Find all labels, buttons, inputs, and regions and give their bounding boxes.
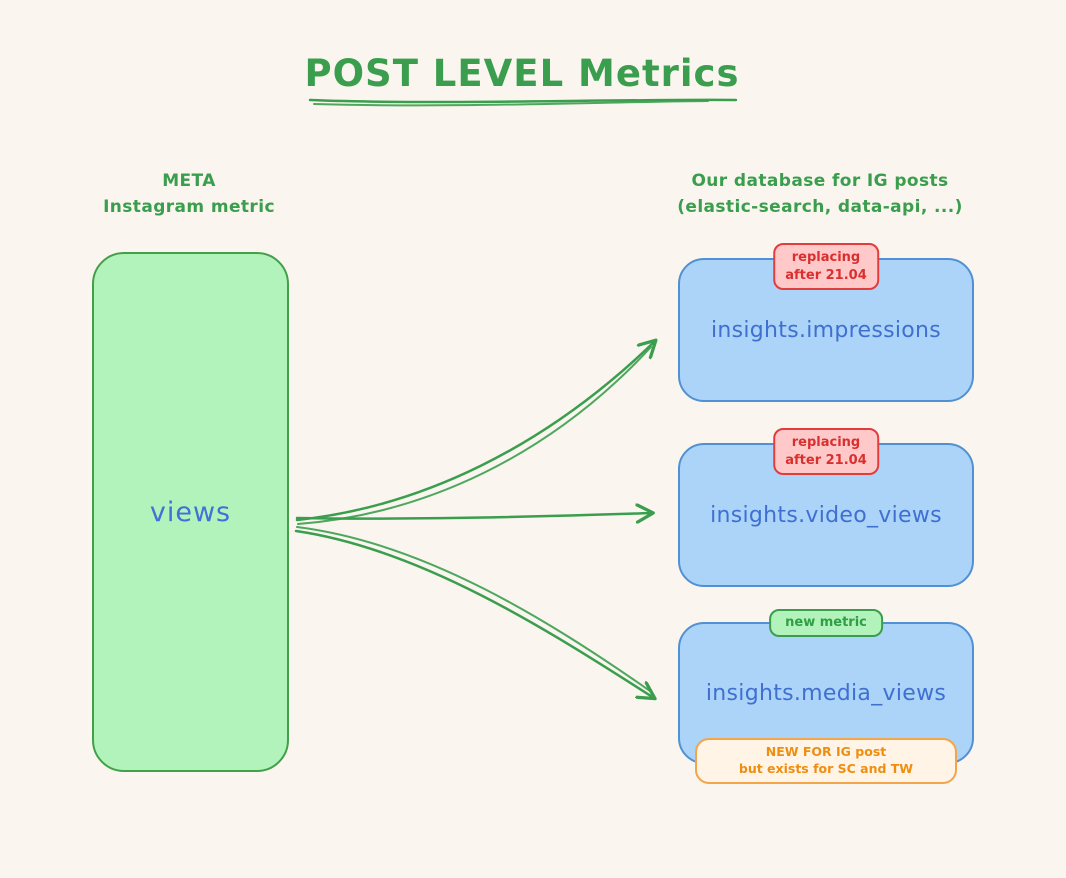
meta-header-line2: Instagram metric — [103, 197, 275, 217]
views-node-label: views — [149, 496, 232, 528]
meta-header-line1: META — [162, 171, 216, 191]
arrow-views-to-impressions-sketch — [297, 346, 652, 525]
views-node[interactable]: views — [92, 252, 289, 772]
title-underline — [308, 98, 738, 104]
database-header-line2: (elastic-search, data-api, ...) — [677, 197, 963, 217]
replacing-badge-impressions[interactable]: replacing after 21.04 — [773, 243, 879, 291]
replacing-badge-video-views[interactable]: replacing after 21.04 — [773, 428, 879, 476]
new-metric-badge[interactable]: new metric — [769, 609, 883, 637]
arrow-views-to-impressions — [295, 341, 655, 522]
arrow-views-to-media-views — [294, 529, 654, 698]
database-column-header: Our database for IG posts (elastic-searc… — [650, 168, 990, 220]
node-insights-impressions-label: insights.impressions — [710, 317, 942, 343]
diagram-title: POST LEVEL Metrics — [304, 52, 740, 95]
arrow-views-to-media-views-sketch — [296, 526, 651, 692]
node-insights-video-views-label: insights.video_views — [710, 502, 942, 528]
database-header-line1: Our database for IG posts — [691, 171, 949, 191]
node-insights-media-views-label: insights.media_views — [705, 680, 947, 706]
arrow-views-to-video-views — [295, 513, 652, 519]
node-insights-video-views[interactable]: replacing after 21.04 insights.video_vie… — [678, 428, 974, 587]
node-insights-impressions[interactable]: replacing after 21.04 insights.impressio… — [678, 243, 974, 402]
meta-column-header: META Instagram metric — [58, 168, 320, 220]
node-insights-media-views[interactable]: new metric insights.media_views NEW FOR … — [678, 609, 974, 784]
title-underline-stroke-2 — [313, 100, 709, 107]
new-for-ig-note-badge[interactable]: NEW FOR IG post but exists for SC and TW — [695, 738, 957, 784]
